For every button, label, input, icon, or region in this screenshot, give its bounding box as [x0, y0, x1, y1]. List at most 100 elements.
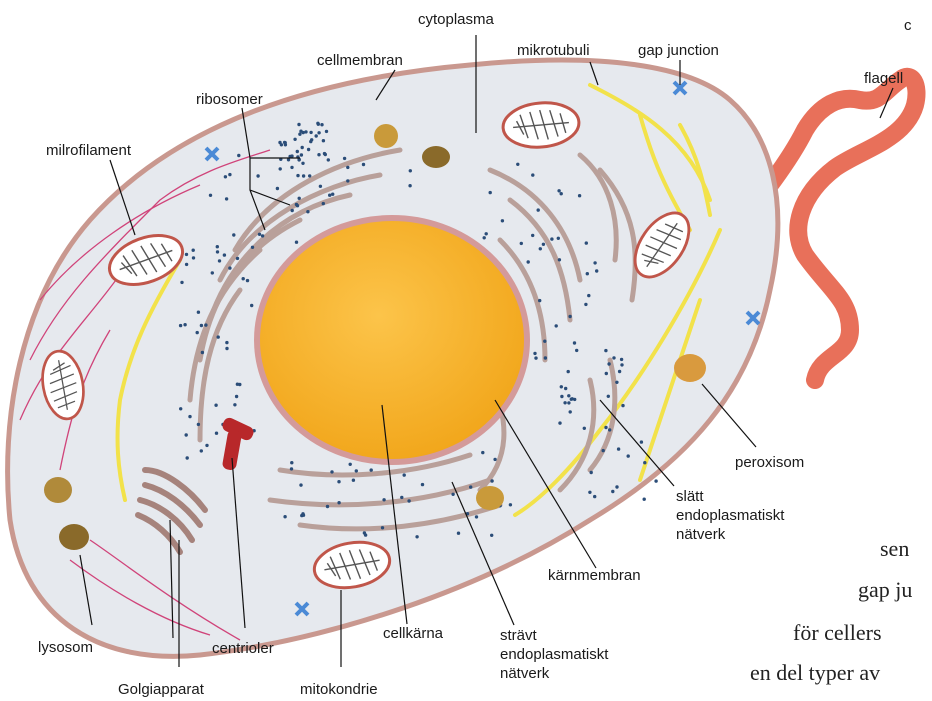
ribosome-dot [233, 403, 236, 406]
ribosome-dot [617, 447, 620, 450]
ribosome-dot [588, 491, 591, 494]
ribosome-dot [325, 130, 328, 133]
ribosome-dot [228, 173, 231, 176]
label-centrioler: centrioler [212, 640, 274, 657]
ribosome-dot [520, 242, 523, 245]
page-corner-text: c [904, 17, 912, 34]
ribosome-dot [183, 323, 186, 326]
ribosome-dot [188, 415, 191, 418]
ribosome-dot [615, 381, 618, 384]
ribosome-dot [205, 444, 208, 447]
vesicle [374, 124, 398, 148]
ribosome-dot [343, 157, 346, 160]
ribosome-dot [483, 236, 486, 239]
ribosome-dot [475, 515, 478, 518]
label-karnmembran: kärnmembran [548, 567, 641, 584]
ribosome-dot [315, 134, 318, 137]
ribosome-dot [192, 256, 195, 259]
ribosome-dot [197, 423, 200, 426]
ribosome-dot [550, 237, 553, 240]
label-ribosomer: ribosomer [196, 91, 263, 108]
label-flagell: flagell [864, 70, 903, 87]
label-lysosom: lysosom [38, 639, 93, 656]
ribosome-dot [415, 535, 418, 538]
ribosome-dot [290, 154, 293, 157]
ribosome-dot [355, 469, 358, 472]
ribosome-dot [290, 461, 293, 464]
ribosome-dot [560, 385, 563, 388]
ribosome-dot [618, 370, 621, 373]
ribosome-dot [224, 175, 227, 178]
ribosome-dot [408, 184, 411, 187]
page-text-line2: gap ju [858, 577, 912, 602]
ribosome-dot [317, 123, 320, 126]
page-text-line1: sen [880, 536, 909, 561]
ribosome-dot [296, 174, 299, 177]
ribosome-dot [192, 249, 195, 252]
ribosome-dot [602, 449, 605, 452]
ribosome-dot [237, 154, 240, 157]
ribosome-dot [185, 253, 188, 256]
page-text-line4: en del typer av [750, 660, 880, 685]
ribosome-dot [296, 150, 299, 153]
ribosome-dot [538, 299, 541, 302]
ribosome-dot [620, 363, 623, 366]
ribosome-dot [204, 323, 207, 326]
ribosome-dot [490, 479, 493, 482]
ribosome-dot [573, 341, 576, 344]
ribosome-dot [457, 532, 460, 535]
label-cellkarna: cellkärna [383, 625, 444, 642]
ribosome-dot [218, 259, 221, 262]
ribosome-dot [337, 501, 340, 504]
ribosome-dot [298, 133, 301, 136]
ribosome-dot [381, 526, 384, 529]
ribosome-dot [200, 324, 203, 327]
ribosome-dot [407, 499, 410, 502]
ribosome-dot [317, 153, 320, 156]
ribosome-dot [490, 534, 493, 537]
ribosome-dot [251, 246, 254, 249]
ribosome-dot [542, 243, 545, 246]
ribosome-dot [310, 138, 313, 141]
ribosome-dot [295, 203, 298, 206]
ribosome-dot [301, 146, 304, 149]
ribosome-dot [246, 279, 249, 282]
ribosome-dot [527, 260, 530, 263]
ribosome-dot [324, 153, 327, 156]
ribosome-dot [298, 197, 301, 200]
ribosome-dot [585, 241, 588, 244]
ribosome-dot [290, 166, 293, 169]
ribosome-dot [235, 395, 238, 398]
label-cellmembran: cellmembran [317, 52, 403, 69]
ribosome-dot [583, 427, 586, 430]
label-golgiapparat: Golgiapparat [118, 681, 205, 698]
ribosome-dot [615, 485, 618, 488]
ribosome-dot [301, 512, 304, 515]
ribosome-dot [185, 433, 188, 436]
ribosome-dot [330, 470, 333, 473]
ribosome-dot [543, 340, 546, 343]
ribosome-dot [283, 141, 286, 144]
vesicle [422, 146, 450, 168]
ribosome-dot [179, 407, 182, 410]
ribosome-dot [607, 362, 610, 365]
ribosome-dot [578, 194, 581, 197]
ribosome-dot [567, 370, 570, 373]
ribosome-dot [537, 208, 540, 211]
ribosome-dot [293, 138, 296, 141]
ribosome-dot [564, 387, 567, 390]
ribosome-dot [575, 349, 578, 352]
ribosome-dot [621, 404, 624, 407]
ribosome-dot [328, 194, 331, 197]
ribosome-dot [349, 463, 352, 466]
ribosome-dot [563, 401, 566, 404]
peroxisome [674, 354, 706, 382]
ribosome-dot [299, 130, 302, 133]
ribosome-dot [307, 148, 310, 151]
ribosome-dot [469, 485, 472, 488]
ribosome-dot [568, 315, 571, 318]
ribosome-dot [232, 233, 235, 236]
ribosome-dot [319, 185, 322, 188]
ribosome-dot [421, 483, 424, 486]
ribosome-dot [258, 233, 261, 236]
